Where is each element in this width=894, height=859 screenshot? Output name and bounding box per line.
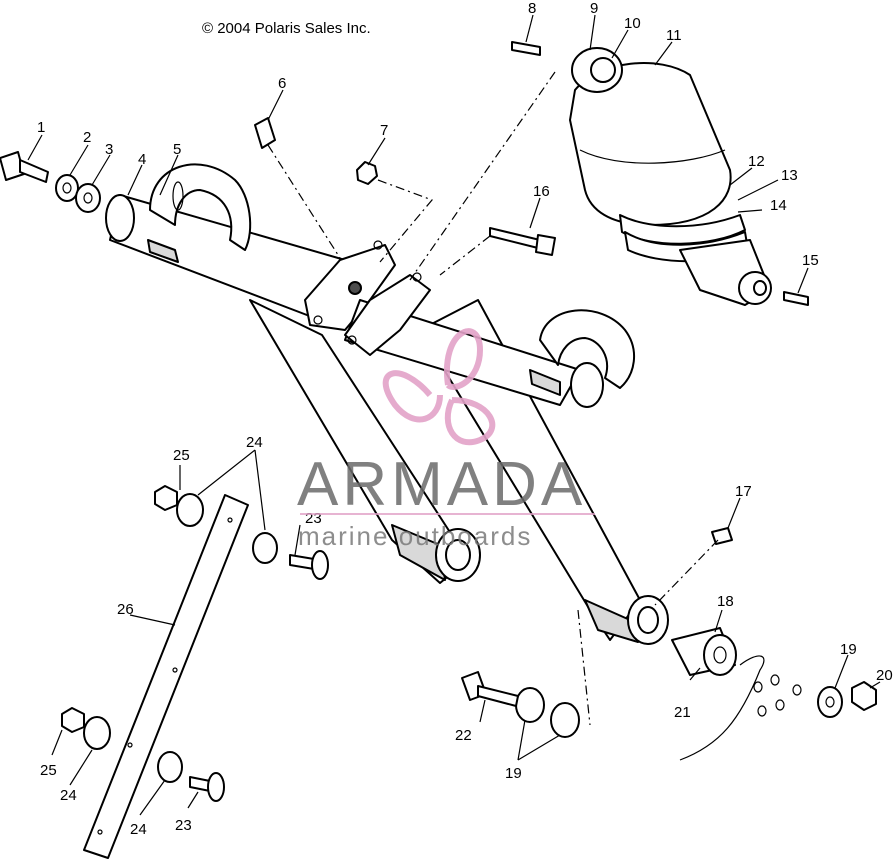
callout-24-bottom: 24 xyxy=(130,821,147,838)
shock-absorber xyxy=(569,47,772,306)
callout-3: 3 xyxy=(105,141,113,158)
callout-24-top: 24 xyxy=(246,434,263,451)
watermark-tagline: marine outboards xyxy=(298,521,532,551)
callout-20: 20 xyxy=(876,667,893,684)
callout-19-right: 19 xyxy=(840,641,857,658)
callout-6: 6 xyxy=(278,75,286,92)
watermark-logo-icon xyxy=(382,328,496,446)
rear-torque-arm-right xyxy=(344,272,669,645)
callout-13: 13 xyxy=(781,167,798,184)
callout-9: 9 xyxy=(590,0,598,17)
callout-1: 1 xyxy=(37,119,45,136)
callout-26: 26 xyxy=(117,601,134,618)
callout-25-bottom: 25 xyxy=(40,762,57,779)
callout-15: 15 xyxy=(802,252,819,269)
callout-numbers: 1 2 3 4 5 6 7 8 9 10 11 12 13 14 15 16 1… xyxy=(37,0,893,838)
hardware-parts xyxy=(0,41,877,859)
callout-10: 10 xyxy=(624,15,641,32)
callout-21: 21 xyxy=(674,704,691,721)
callout-11: 11 xyxy=(666,27,682,44)
alignment-lines xyxy=(267,71,719,726)
leader-lines xyxy=(27,14,881,816)
callout-23-bottom: 23 xyxy=(175,817,192,834)
callout-17: 17 xyxy=(735,483,752,500)
callout-2: 2 xyxy=(83,129,91,146)
callout-19-bottom: 19 xyxy=(505,765,522,782)
callout-12: 12 xyxy=(748,153,765,170)
callout-5: 5 xyxy=(173,141,181,158)
callout-14: 14 xyxy=(770,197,787,214)
callout-25-top: 25 xyxy=(173,447,190,464)
callout-4: 4 xyxy=(138,151,146,168)
watermark-brand: ARMADA xyxy=(297,450,586,519)
callout-18: 18 xyxy=(717,593,734,610)
callout-7: 7 xyxy=(380,122,388,139)
callout-22: 22 xyxy=(455,727,472,744)
callout-16: 16 xyxy=(533,183,550,200)
callout-8: 8 xyxy=(528,0,536,17)
copyright-text: © 2004 Polaris Sales Inc. xyxy=(202,20,371,37)
rear-torque-arm-left xyxy=(105,163,481,584)
watermark: ARMADA marine outboards xyxy=(297,328,595,551)
callout-24-left: 24 xyxy=(60,787,77,804)
